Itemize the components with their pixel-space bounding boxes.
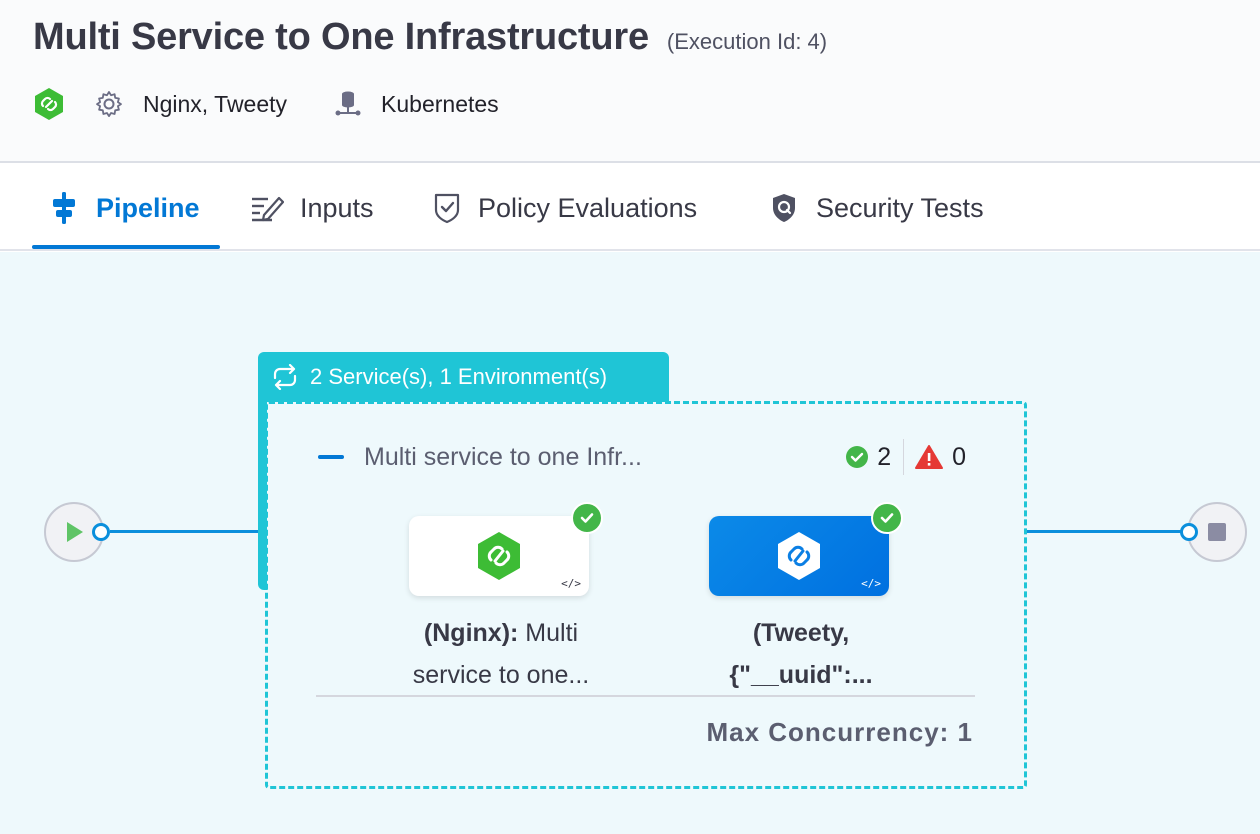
- service-name: (Nginx):: [423, 619, 519, 647]
- max-concurrency: Max Concurrency: 1: [706, 717, 973, 747]
- cd-module-icon: [33, 87, 65, 121]
- code-icon: </>: [561, 577, 581, 590]
- tab-label: Pipeline: [96, 192, 200, 223]
- infrastructure-icon: [333, 88, 363, 120]
- service-card-nginx[interactable]: </>: [409, 516, 589, 596]
- page-title: Multi Service to One Infrastructure: [33, 16, 649, 58]
- service-name-line2: {"__uuid":...: [729, 661, 873, 689]
- warning-icon: [914, 444, 944, 470]
- loop-icon: [270, 364, 300, 390]
- tab-pipeline[interactable]: Pipeline: [50, 165, 200, 251]
- success-check-icon: [571, 502, 603, 534]
- security-shield-icon: [770, 192, 798, 224]
- cd-service-icon: [475, 530, 523, 582]
- stop-icon: [1207, 522, 1227, 542]
- service-name: (Tweety,: [752, 619, 850, 647]
- group-label: 2 Service(s), 1 Environment(s): [310, 364, 608, 389]
- policy-shield-check-icon: [432, 192, 462, 224]
- pipeline-icon: [50, 191, 78, 225]
- active-tab-indicator: [32, 245, 220, 249]
- matrix-group-box: [265, 401, 1027, 789]
- success-count: 2: [877, 442, 892, 471]
- inputs-icon: [250, 193, 284, 223]
- service-name-line2: service to one...: [412, 661, 590, 689]
- service-label-nginx: (Nginx): Multi service to one...: [369, 612, 633, 696]
- code-icon: </>: [861, 577, 881, 590]
- pipeline-canvas[interactable]: [0, 252, 1260, 834]
- success-icon: [845, 445, 869, 469]
- gear-icon: [93, 88, 125, 120]
- connector-line-left: [110, 530, 260, 533]
- services-list: Nginx, Tweety: [143, 90, 288, 117]
- tab-bar: Pipeline Inputs Policy Evaluations: [0, 165, 1260, 251]
- execution-header: Multi Service to One Infrastructure (Exe…: [0, 0, 1260, 163]
- collapse-button[interactable]: [318, 455, 344, 459]
- matrix-group-header[interactable]: 2 Service(s), 1 Environment(s): [258, 352, 669, 402]
- start-port[interactable]: [92, 523, 110, 541]
- play-icon: [63, 520, 85, 544]
- stage-stats: 2 0: [845, 437, 966, 477]
- tab-security-tests[interactable]: Security Tests: [770, 165, 984, 251]
- execution-id: (Execution Id: 4): [666, 29, 828, 54]
- stats-divider: [903, 439, 905, 475]
- infrastructure-label: Kubernetes: [381, 90, 499, 117]
- tab-inputs[interactable]: Inputs: [250, 165, 374, 251]
- group-stripe: [258, 398, 267, 590]
- title-row: Multi Service to One Infrastructure (Exe…: [33, 16, 827, 59]
- service-card-tweety[interactable]: </>: [709, 516, 889, 596]
- service-label-tweety: (Tweety, {"__uuid":...: [669, 612, 933, 696]
- group-divider: [316, 695, 975, 697]
- tab-policy-evaluations[interactable]: Policy Evaluations: [432, 165, 697, 251]
- end-port[interactable]: [1180, 523, 1198, 541]
- service-name-rest: Multi: [518, 619, 579, 647]
- warning-count: 0: [952, 442, 966, 471]
- tab-label: Inputs: [300, 192, 374, 223]
- meta-row: Nginx, Tweety Kubernetes: [33, 86, 499, 122]
- stage-name: Multi service to one Infr...: [364, 442, 642, 471]
- tab-label: Security Tests: [816, 192, 984, 223]
- success-check-icon: [871, 502, 903, 534]
- connector-line-right: [1027, 530, 1182, 533]
- tab-label: Policy Evaluations: [478, 192, 698, 223]
- cd-service-icon: [775, 530, 823, 582]
- stage-header: Multi service to one Infr... 2 0: [318, 437, 978, 477]
